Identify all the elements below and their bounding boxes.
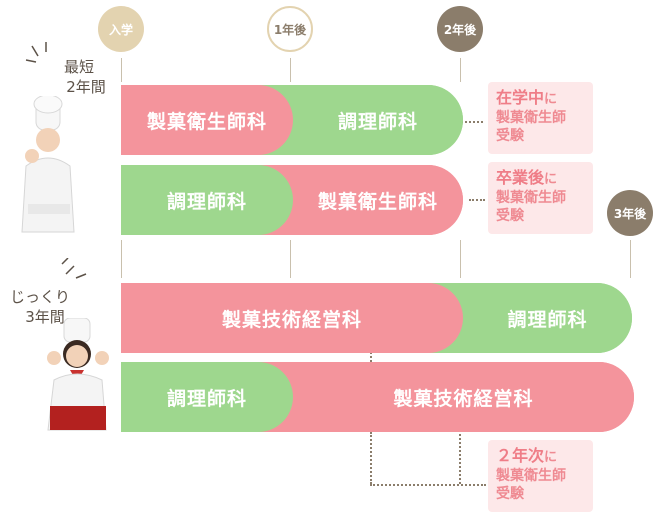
note-after-grad-tail: に: [544, 172, 558, 187]
chef-illustration-male: [21, 96, 75, 233]
marker-entry-label: 入学: [108, 22, 133, 37]
note-year2: ２年次に 製菓衛生師 受験: [488, 440, 593, 512]
note-year2-head: ２年次: [496, 446, 545, 465]
marker-year2-label: 2年後: [443, 22, 477, 37]
track-short-line1: 最短: [63, 58, 94, 76]
marker-year3: 3年後: [607, 190, 653, 236]
note-after-grad: 卒業後に 製菓衛生師 受験: [488, 162, 593, 234]
course-bar-4: 調理師科 製菓技術経営科: [121, 362, 634, 432]
guide-line-entry: [121, 58, 122, 82]
track-label-long: じっくり 3年間: [0, 288, 80, 327]
note-in-school-line3: 受験: [496, 128, 524, 145]
marker-year2: 2年後: [437, 6, 483, 52]
guide-line-year3: [630, 240, 631, 278]
note-year2-tail: に: [544, 450, 558, 465]
connector-year2-vertical-c: [459, 418, 461, 484]
guide-line-year1: [290, 58, 291, 82]
note-in-school-line2: 製菓衛生師: [496, 109, 566, 126]
course-bar-2: 調理師科 製菓衛生師科: [121, 165, 463, 235]
track-label-short: 最短 2年間: [44, 58, 114, 97]
course-bar-4-second: 製菓技術経営科: [258, 362, 634, 432]
marker-year3-label: 3年後: [613, 206, 647, 221]
note-after-grad-line3: 受験: [496, 208, 524, 225]
connector-year2-horizontal: [370, 484, 486, 486]
note-in-school: 在学中に 製菓衛生師 受験: [488, 82, 593, 154]
chef-illustration-female: [47, 318, 109, 431]
track-long-line2: 3年間: [25, 307, 65, 326]
marker-year1: 1年後: [267, 6, 313, 52]
note-in-school-tail: に: [544, 92, 558, 107]
note-after-grad-line2: 製菓衛生師: [496, 189, 566, 206]
guide-line-year2: [460, 58, 461, 82]
course-bar-1: 製菓衛生師科 調理師科: [121, 85, 463, 155]
sparkle-lines-short: [25, 42, 47, 63]
course-bar-2-first: 調理師科: [121, 165, 293, 235]
connector-after-grad: [469, 199, 485, 201]
guide-line-entry-2: [121, 240, 122, 278]
connector-year2-vertical-b: [370, 432, 372, 484]
guide-line-year1-2: [290, 240, 291, 278]
note-after-grad-head: 卒業後: [496, 168, 545, 187]
note-year2-line2: 製菓衛生師: [496, 467, 566, 484]
course-bar-1-first: 製菓衛生師科: [121, 85, 293, 155]
sparkle-lines-long: [61, 258, 87, 279]
track-long-line1: じっくり: [9, 288, 70, 306]
course-bar-3: 製菓技術経営科 調理師科: [121, 283, 632, 353]
connector-year2-vertical-a: [370, 340, 372, 366]
note-year2-line3: 受験: [496, 486, 524, 503]
marker-year1-label: 1年後: [273, 22, 307, 37]
note-in-school-head: 在学中: [496, 88, 545, 107]
course-bar-4-first: 調理師科: [121, 362, 293, 432]
track-short-line2: 2年間: [66, 77, 106, 96]
guide-line-year2-2: [460, 240, 461, 278]
course-bar-3-first: 製菓技術経営科: [121, 283, 463, 353]
marker-entry: 入学: [98, 6, 144, 52]
